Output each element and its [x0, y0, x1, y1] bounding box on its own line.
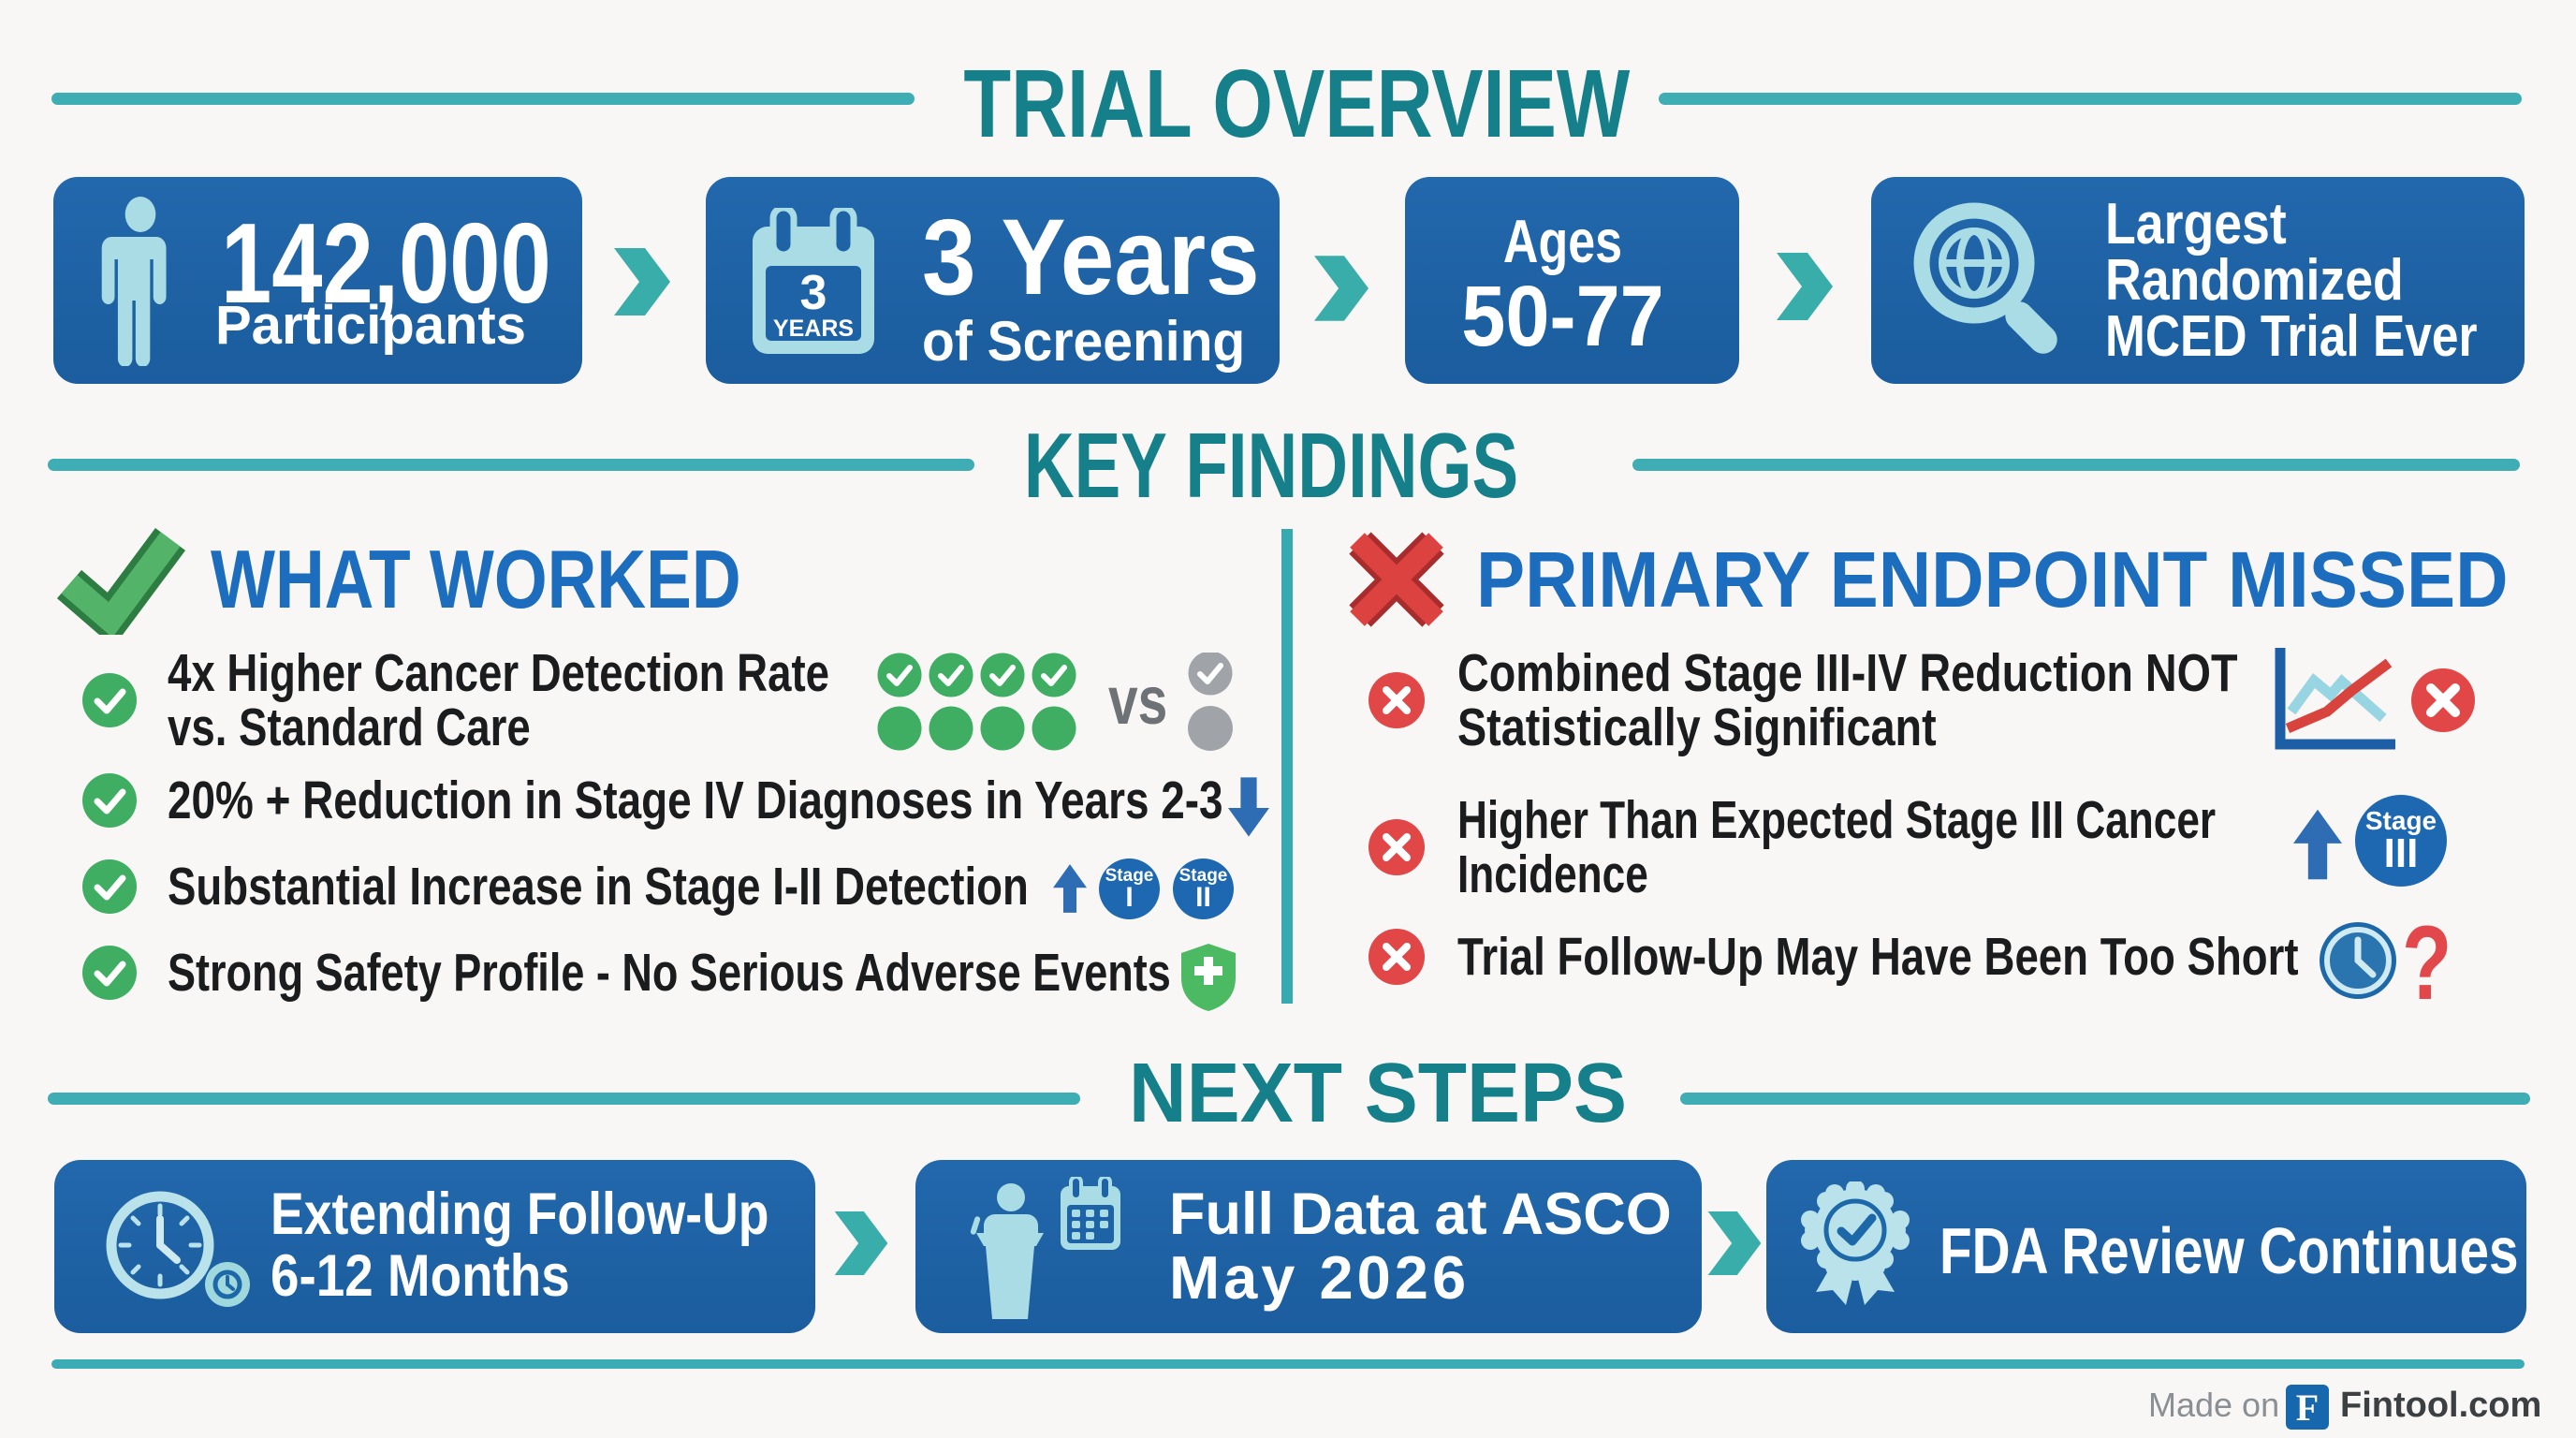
- svg-text:YEARS: YEARS: [773, 315, 854, 342]
- svg-text:vs: vs: [1108, 663, 1167, 739]
- svg-text:3: 3: [800, 266, 827, 320]
